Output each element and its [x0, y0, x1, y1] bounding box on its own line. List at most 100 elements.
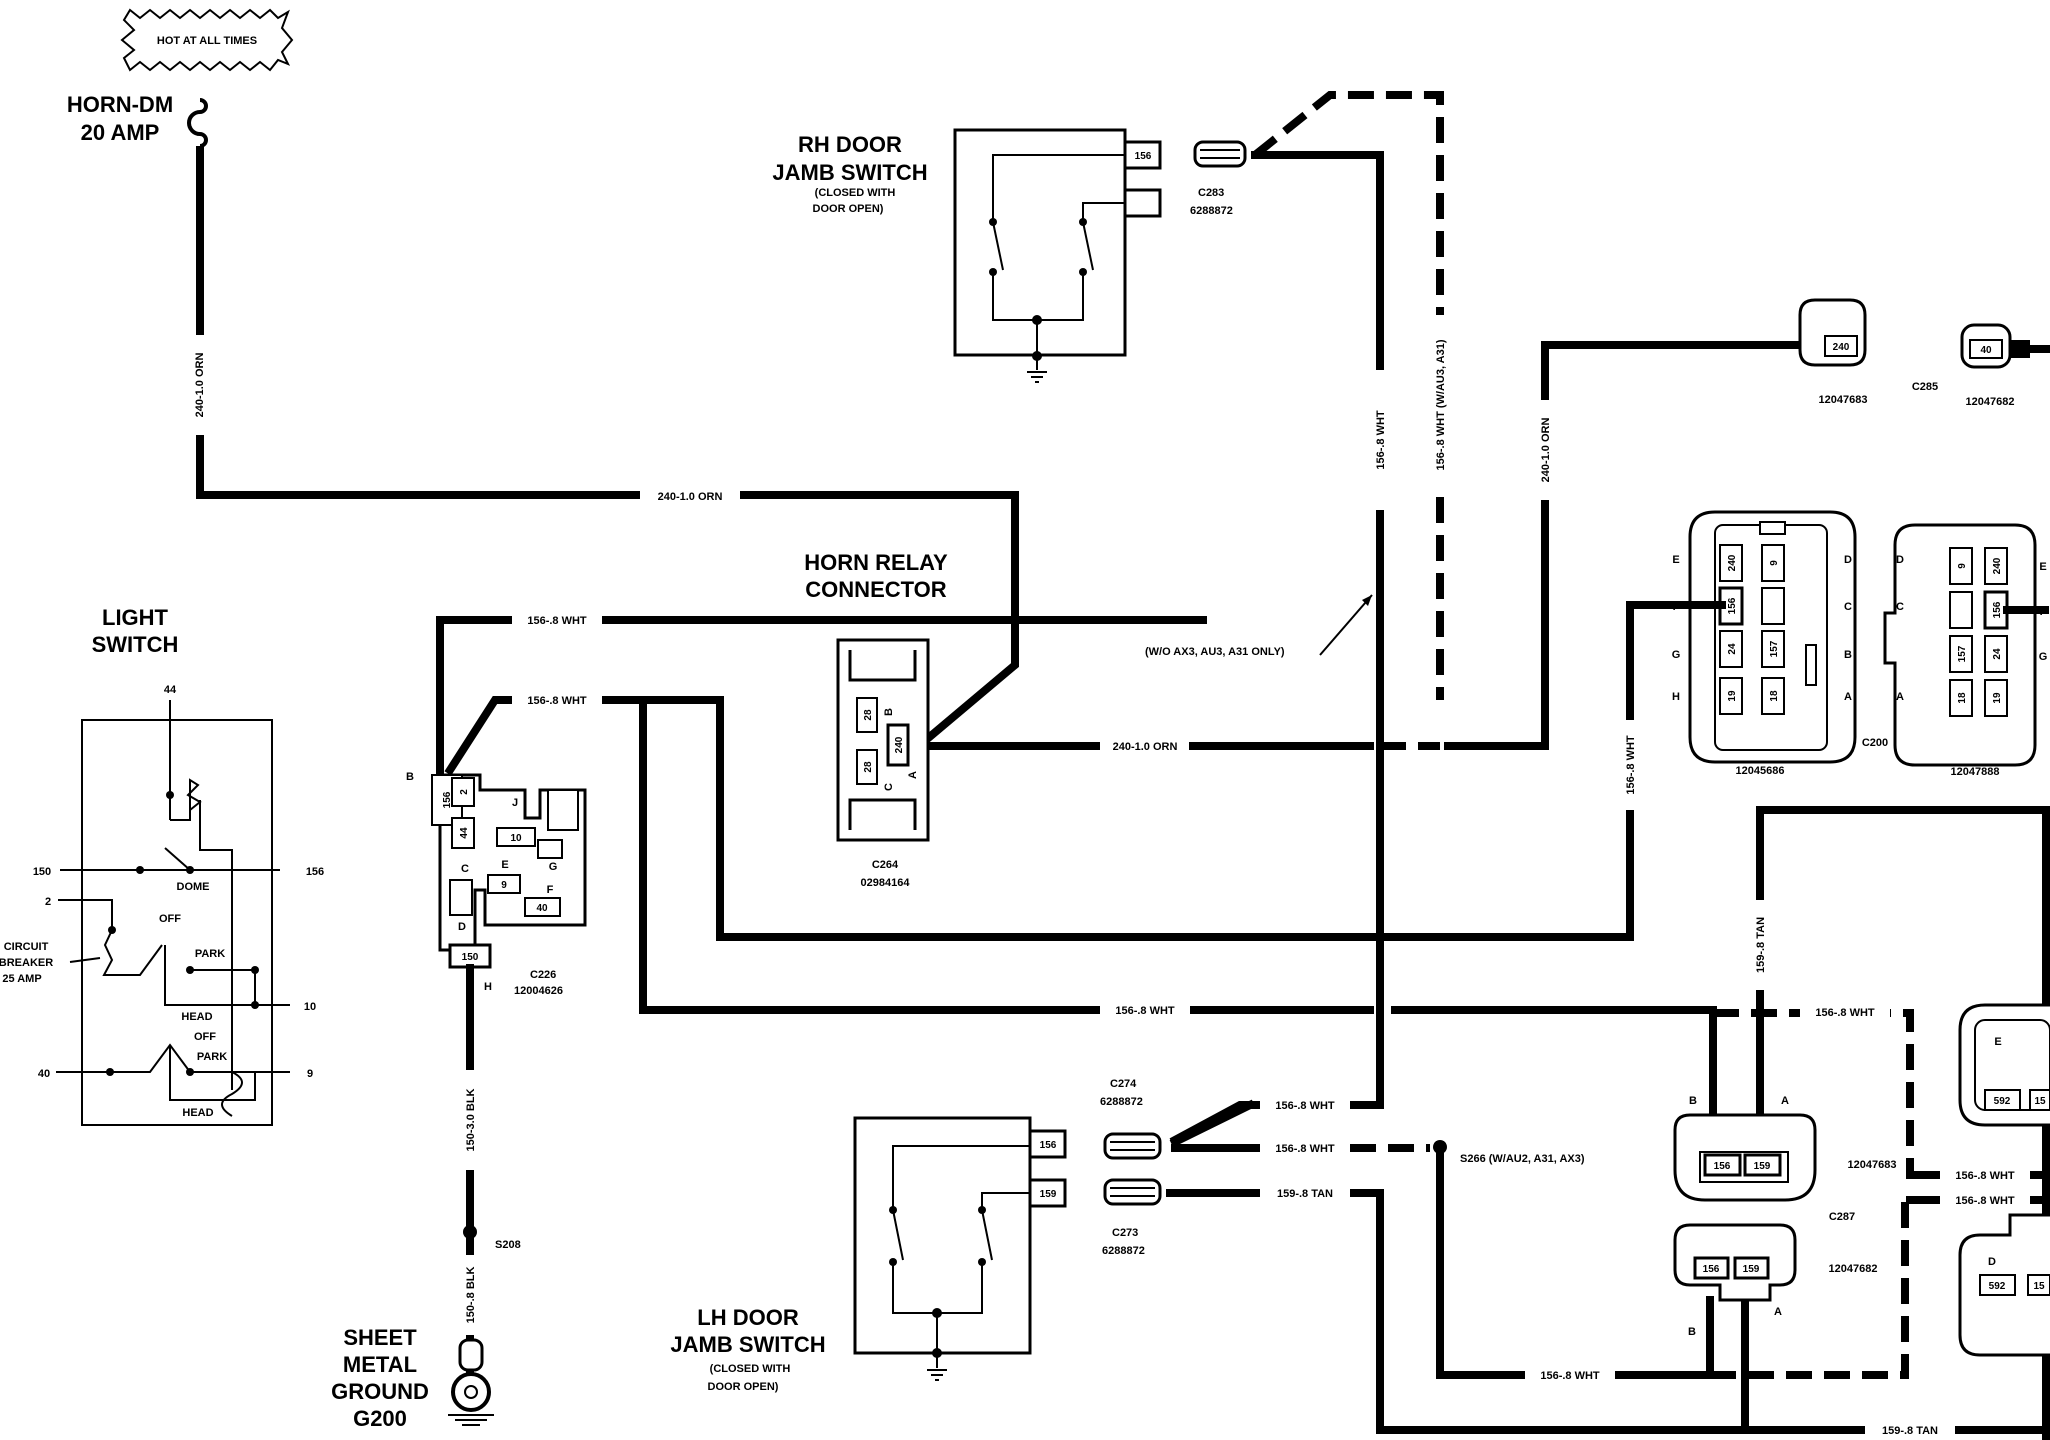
- light-switch-box: [81, 719, 273, 1126]
- horn-relay-title-1: HORN RELAY: [804, 550, 948, 575]
- fuse-rating: 20 AMP: [81, 120, 160, 145]
- c226-pin-2: 2: [459, 789, 470, 795]
- horn-relay-title-2: CONNECTOR: [805, 577, 946, 602]
- label-240-right-vert: 240-1.0 ORN: [1540, 418, 1552, 483]
- c200r-pin-240: 240: [1992, 557, 2003, 574]
- c200l-pin-24: 24: [1727, 643, 1738, 655]
- label-156-lh-b: 156-.8 WHT: [1275, 1143, 1335, 1155]
- ground-title-4: G200: [353, 1406, 407, 1431]
- lh-jamb-switch: 156 159: [853, 1116, 1067, 1381]
- c200r-letter-e: E: [2039, 561, 2046, 573]
- c200l-pin-240: 240: [1727, 554, 1738, 571]
- label-156-c200-vert: 156-.8 WHT: [1625, 735, 1637, 795]
- c200r-pin-19: 19: [1992, 692, 2003, 704]
- c200l-letter-h: H: [1672, 691, 1680, 703]
- right-partial-15b: 15: [2033, 1281, 2045, 1292]
- c226-part: 12004626: [514, 985, 563, 997]
- c200r-pin-24: 24: [1992, 648, 2003, 660]
- note-wo: (W/O AX3, AU3, A31 ONLY): [1145, 646, 1285, 658]
- rh-jamb-note-1: (CLOSED WITH: [815, 187, 896, 199]
- c200l-pin-19: 19: [1727, 690, 1738, 702]
- c226-pin-150: 150: [462, 952, 479, 963]
- c287-pin-156a: 156: [1714, 1161, 1731, 1172]
- ls-breaker-2: BREAKER: [0, 957, 53, 969]
- relay-letter-a: A: [907, 771, 919, 779]
- right-partial-e: E: [1994, 1036, 2001, 1048]
- lh-jamb-conn-bot: C273: [1112, 1227, 1138, 1239]
- c287-pin-159b: 159: [1743, 1264, 1760, 1275]
- ls-pin-40: 40: [38, 1068, 50, 1080]
- relay-letter-b: B: [883, 708, 895, 716]
- ls-park-2: PARK: [197, 1051, 227, 1063]
- c226-pin-9: 9: [501, 880, 507, 891]
- lh-jamb-terminals: [1103, 1132, 1162, 1206]
- lh-jamb-pin-b: 159: [1040, 1189, 1057, 1200]
- ground-s208: S208: [495, 1239, 521, 1251]
- rh-jamb-pin: 156: [1135, 151, 1152, 162]
- ls-dome: DOME: [177, 881, 210, 893]
- c285-part-r: 12047682: [1966, 396, 2015, 408]
- label-156-right-2: 156-.8 WHT: [1955, 1170, 2015, 1182]
- wire-159-lh: [1166, 1189, 2050, 1434]
- relay-letter-c: C: [883, 783, 895, 791]
- ls-pin-44: 44: [164, 684, 177, 696]
- ground-title-2: METAL: [343, 1352, 417, 1377]
- wire-156-dash-top: [1252, 91, 1444, 700]
- rh-jamb-note-2: DOOR OPEN): [813, 203, 884, 215]
- label-156-bottom: 156-.8 WHT: [1540, 1370, 1600, 1382]
- c226-letter-c: C: [461, 863, 469, 875]
- label-156-lh-a: 156-.8 WHT: [1275, 1100, 1335, 1112]
- c226-pin-44: 44: [459, 827, 470, 839]
- connector-c226: 156 2 A 44 B C D 10 J E G 9 F 40 150 H C…: [406, 771, 587, 997]
- rh-jamb-switch: 156: [953, 128, 1162, 383]
- c200r-pin-156: 156: [1992, 601, 2003, 618]
- label-159-tan-vert: 159-.8 TAN: [1755, 917, 1767, 973]
- right-partial-d: D: [1988, 1256, 1996, 1268]
- c287-a-bot: A: [1774, 1306, 1782, 1318]
- ls-pin-9: 9: [307, 1068, 313, 1080]
- c200l-pin-157: 157: [1769, 640, 1780, 657]
- label-156-mid: 156-.8 WHT: [527, 695, 587, 707]
- c285-pin-l: 240: [1833, 342, 1850, 353]
- light-switch-title-1: LIGHT: [102, 605, 169, 630]
- c285-pin-r: 40: [1980, 345, 1992, 356]
- label-156-low: 156-.8 WHT: [1115, 1005, 1175, 1017]
- c287-b-top: B: [1689, 1095, 1697, 1107]
- relay-pin-240: 240: [894, 736, 905, 753]
- light-switch-title-2: SWITCH: [92, 632, 179, 657]
- lh-jamb-title-1: LH DOOR: [697, 1305, 799, 1330]
- relay-part: 02984164: [861, 877, 911, 889]
- ground-symbol-g200: [448, 1338, 494, 1426]
- c287-part-top: 12047683: [1848, 1159, 1897, 1171]
- connector-right-partial-top: E 592 15: [1958, 1003, 2050, 1127]
- lh-jamb-note-2: DOOR OPEN): [708, 1381, 779, 1393]
- relay-conn: C264: [872, 859, 899, 871]
- rh-jamb-title-2: JAMB SWITCH: [772, 160, 927, 185]
- lh-jamb-part-bot: 6288872: [1102, 1245, 1145, 1257]
- hot-at-all-times-banner: HOT AT ALL TIMES: [120, 8, 294, 72]
- ls-breaker-3: 25 AMP: [2, 973, 41, 985]
- c200l-letter-a: A: [1844, 691, 1852, 703]
- ls-breaker-1: CIRCUIT: [4, 941, 49, 953]
- connector-c200-left: 240 9 156 24 157 19 18: [1688, 510, 1857, 764]
- c200l-pin-156: 156: [1727, 597, 1738, 614]
- lh-jamb-title-2: JAMB SWITCH: [670, 1332, 825, 1357]
- ls-head-1: HEAD: [181, 1011, 212, 1023]
- c200l-letter-e: E: [1672, 554, 1679, 566]
- label-240-horiz: 240-1.0 ORN: [658, 491, 723, 503]
- hot-label: HOT AT ALL TIMES: [157, 35, 257, 47]
- c226-letter-b: B: [406, 771, 414, 783]
- c285-conn: C285: [1912, 381, 1938, 393]
- label-240-relay: 240-1.0 ORN: [1113, 741, 1178, 753]
- label-150-30: 150-3.0 BLK: [465, 1088, 477, 1151]
- label-156-top: 156-.8 WHT: [527, 615, 587, 627]
- c200r-letter-d: D: [1896, 554, 1904, 566]
- c200r-letter-c: C: [1896, 601, 1904, 613]
- c226-letter-e: E: [501, 859, 508, 871]
- label-156-vert-a: 156-.8 WHT: [1375, 410, 1387, 470]
- c200r-letter-f: F: [2040, 606, 2047, 618]
- rh-jamb-terminal: [1193, 140, 1247, 168]
- fuse-name: HORN-DM: [67, 92, 173, 117]
- c287-part-bot: 12047682: [1829, 1263, 1878, 1275]
- ls-off-2: OFF: [194, 1031, 216, 1043]
